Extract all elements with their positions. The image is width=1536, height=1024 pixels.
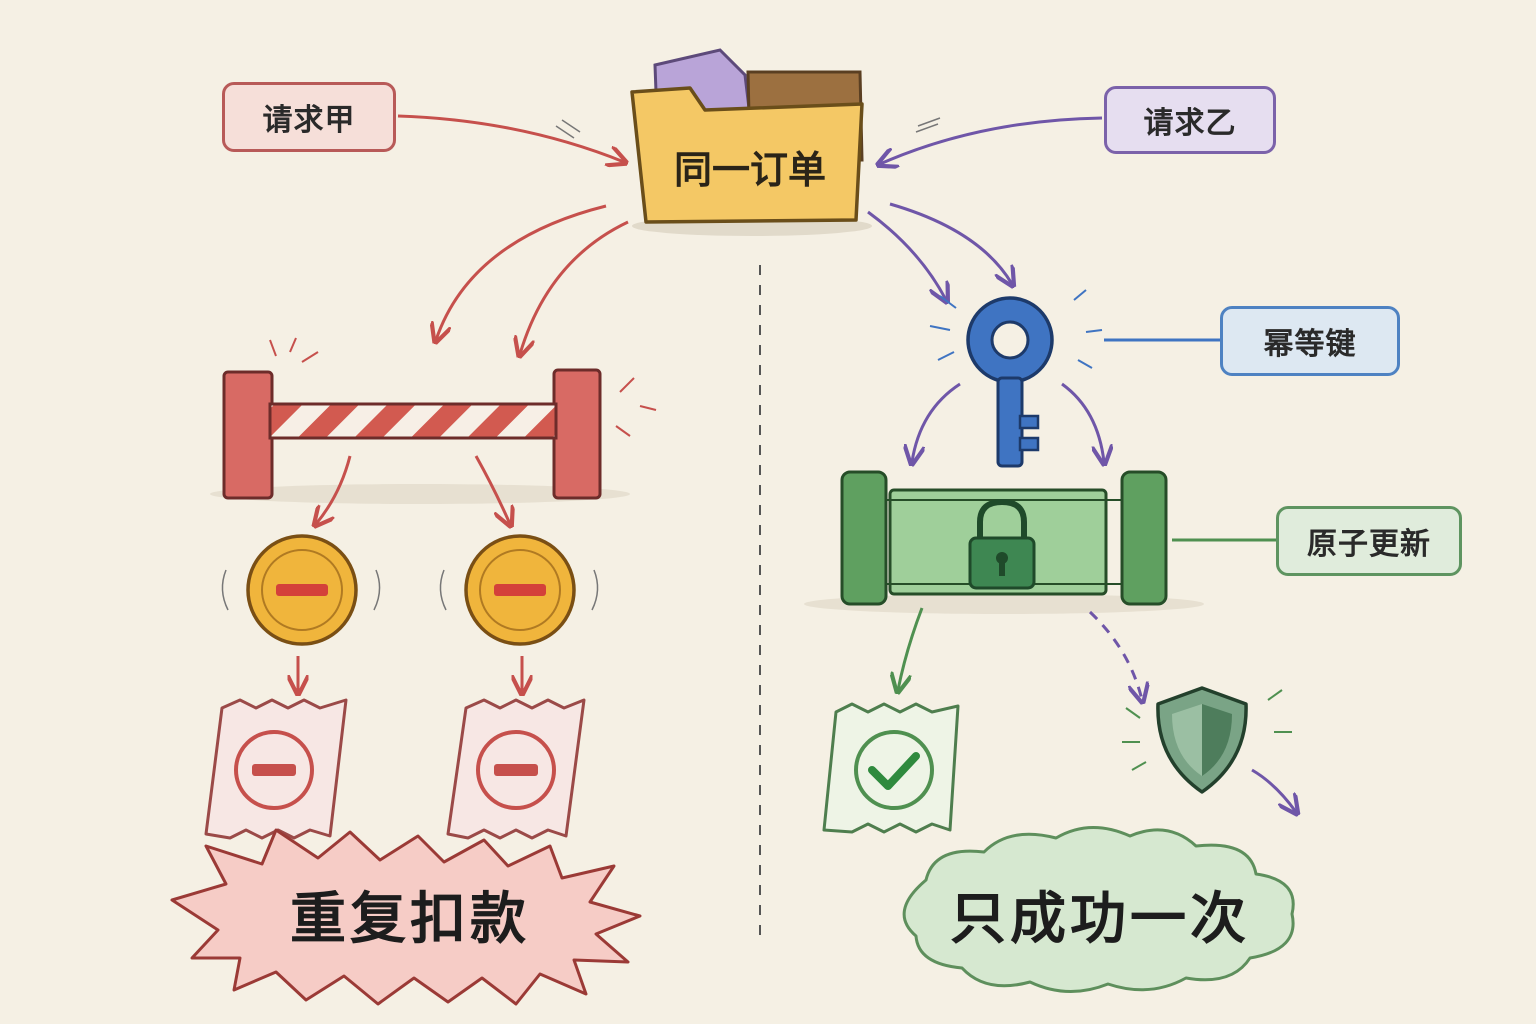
coin-icon	[221, 534, 381, 646]
arrow-key-to-gate-1	[912, 382, 961, 462]
outcome-burst	[170, 828, 642, 1006]
arrow-barrier-to-coin-1	[316, 455, 352, 524]
coin-icon	[439, 534, 599, 646]
request-a-tag: 请求甲	[222, 82, 396, 152]
folder-icon	[630, 48, 872, 236]
key-icon	[929, 289, 1103, 468]
receipt-icon	[446, 698, 586, 840]
arrow-barrier-to-coin-2	[474, 455, 510, 524]
receipt-icon	[204, 698, 348, 840]
arrow-gate-to-shield	[1088, 610, 1142, 700]
idempotency-key-tag: 幂等键	[1220, 306, 1400, 376]
motion-marks	[555, 117, 941, 139]
succeed-once-label: 只成功一次	[950, 886, 1250, 952]
shield-icon	[1122, 686, 1292, 794]
arrow-order-to-key-2	[889, 202, 1012, 284]
outcome-cloud	[902, 826, 1295, 993]
arrow-order-to-barrier-2	[520, 220, 629, 354]
request-b-tag: 请求乙	[1104, 86, 1276, 154]
order-label: 同一订单	[673, 147, 826, 192]
receipt-icon	[822, 702, 960, 834]
arrow-order-to-barrier-1	[436, 204, 607, 340]
arrow-a-to-order	[397, 114, 624, 162]
atomic-update-tag: 原子更新	[1276, 506, 1462, 576]
arrow-gate-to-receipt	[898, 607, 924, 690]
arrow-b-to-order	[880, 116, 1103, 164]
duplicate-charge-label: 重复扣款	[290, 886, 530, 952]
barrier-icon	[210, 337, 657, 504]
arrow-key-to-gate-2	[1061, 382, 1104, 462]
check-icon	[854, 730, 934, 810]
arrow-order-to-key-1	[867, 210, 946, 300]
arrow-shield-out	[1251, 768, 1296, 812]
lock-icon	[968, 498, 1036, 590]
